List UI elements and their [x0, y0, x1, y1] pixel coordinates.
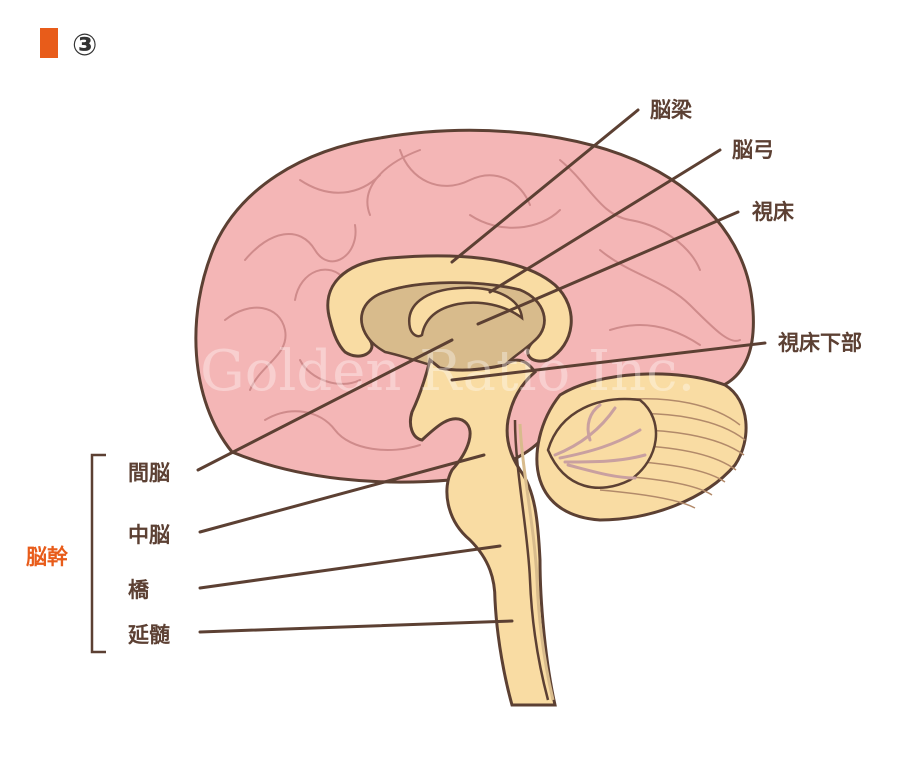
brainstem	[408, 357, 557, 707]
brainstem-canal-inner	[518, 423, 555, 701]
fornix	[407, 286, 524, 338]
leader-midbrain	[198, 453, 486, 534]
watermark: Golden Ratio Inc.	[200, 339, 695, 404]
leader-medulla	[198, 619, 514, 634]
leader-thalamus	[476, 210, 740, 326]
cerebellum	[535, 372, 748, 522]
label-brainstem-group: 脳幹	[26, 545, 69, 569]
label-midbrain: 中脳	[128, 523, 170, 547]
leader-fornix	[488, 148, 722, 294]
label-fornix: 脳弓	[732, 138, 774, 162]
label-medulla: 延髄	[127, 623, 170, 647]
label-diencephalon: 間脳	[128, 461, 170, 485]
label-thalamus: 視床	[751, 200, 794, 224]
label-pons: 橋	[128, 578, 150, 602]
brainstem-canal	[513, 419, 550, 701]
brainstem-bracket	[90, 453, 106, 654]
label-hypothalamus: 視床下部	[777, 331, 862, 355]
leader-pons	[198, 544, 502, 590]
header-badge	[40, 28, 58, 58]
leader-lines	[196, 108, 767, 634]
leader-hypothalamus	[450, 341, 767, 382]
leader-corpus-callosum	[450, 108, 640, 264]
label-corpus-callosum: 脳梁	[650, 98, 693, 122]
leader-diencephalon	[196, 338, 454, 472]
section-number: ③	[72, 28, 97, 63]
